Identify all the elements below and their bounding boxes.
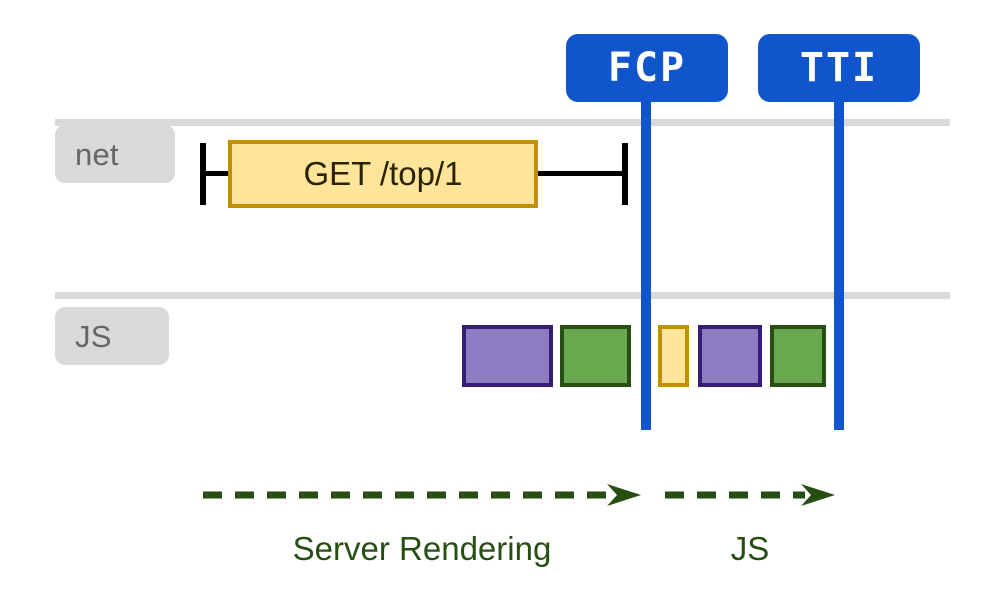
fcp-marker-badge[interactable]: FCP xyxy=(566,34,728,102)
js-task-yellow-1[interactable] xyxy=(658,325,689,387)
server-rendering-caption: Server Rendering xyxy=(292,530,552,567)
server-rendering-arrow-icon xyxy=(203,484,641,506)
tti-marker-label: TTI xyxy=(799,45,879,91)
js-phase-arrow-icon xyxy=(665,484,835,506)
network-left-whisker xyxy=(204,171,232,176)
network-request-bar[interactable]: GET /top/1 xyxy=(228,140,538,208)
js-task-green-2[interactable] xyxy=(770,325,826,387)
network-right-whisker xyxy=(534,171,626,176)
js-track-label-text: JS xyxy=(75,318,112,354)
net-track-line xyxy=(55,119,950,126)
net-track-label-text: net xyxy=(75,136,119,172)
js-track-label: JS xyxy=(55,307,169,365)
js-phase-caption: JS xyxy=(730,530,770,567)
network-start-cap xyxy=(200,143,206,205)
tti-marker-line xyxy=(834,96,844,430)
tti-marker-badge[interactable]: TTI xyxy=(758,34,920,102)
js-track-line xyxy=(55,292,950,299)
js-task-purple-1[interactable] xyxy=(462,325,553,387)
js-task-green-1[interactable] xyxy=(560,325,631,387)
fcp-marker-label: FCP xyxy=(607,45,687,91)
network-end-cap xyxy=(622,143,628,205)
js-task-purple-2[interactable] xyxy=(698,325,762,387)
fcp-marker-line xyxy=(641,96,651,430)
network-request-label: GET /top/1 xyxy=(303,155,463,192)
net-track-label: net xyxy=(55,125,175,183)
